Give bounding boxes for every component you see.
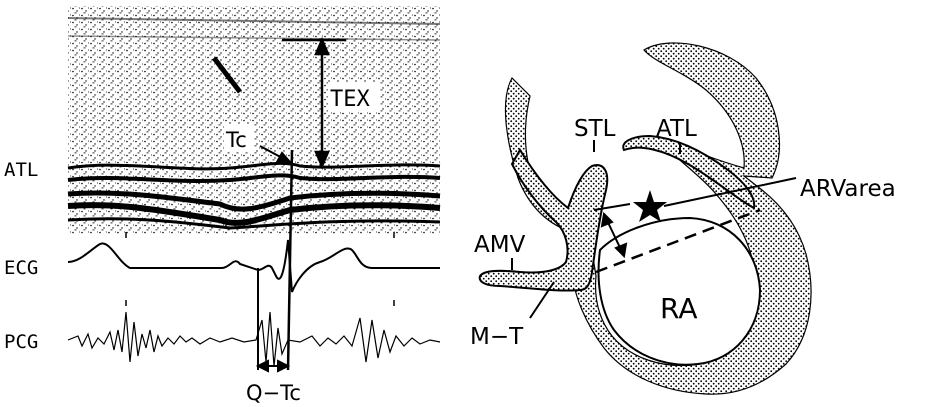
pcg-trace-label: PCG — [4, 331, 38, 353]
mmode-echo-panel — [68, 6, 440, 371]
atl-trace-label: ATL — [4, 159, 38, 181]
pcg-trace — [68, 312, 440, 366]
tc-label: Tc — [225, 128, 247, 152]
anatomy-diagram — [480, 43, 811, 394]
atl-label: ATL — [656, 116, 697, 142]
echo-speckle-background — [68, 6, 440, 234]
ecg-trace — [68, 240, 440, 292]
m-t-label: M−T — [470, 324, 524, 350]
septal-leaflet-stl — [480, 150, 608, 291]
ecg-trace-label: ECG — [4, 257, 38, 279]
tex-label: TEX — [330, 87, 370, 112]
ra-label: RA — [660, 292, 697, 325]
arv-area-label: ARVarea — [800, 176, 896, 202]
q-tc-interval-arrow — [258, 361, 288, 371]
q-tc-label: Q−Tc — [246, 381, 301, 405]
amv-label: AMV — [474, 232, 526, 258]
stl-label: STL — [574, 116, 616, 142]
arv-area-star-icon — [633, 190, 667, 222]
